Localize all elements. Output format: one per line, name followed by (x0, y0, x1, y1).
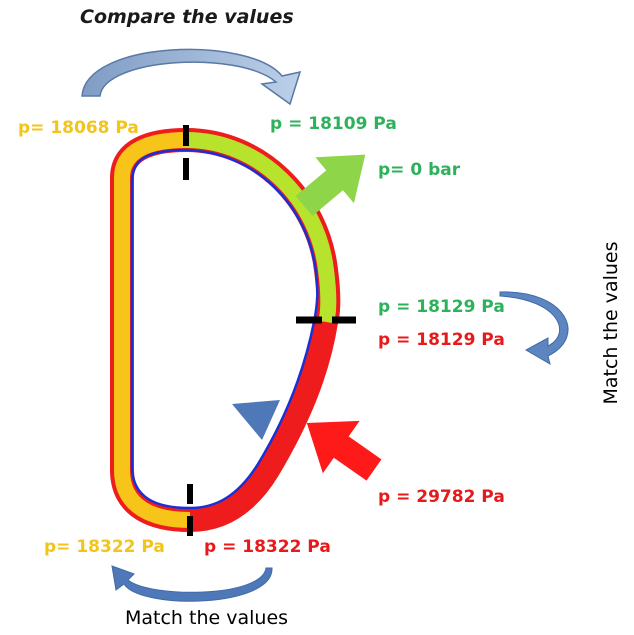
pressure-label-bottom-left: p= 18322 Pa (44, 537, 165, 557)
pressure-label-bottom-right: p = 18322 Pa (204, 537, 331, 557)
inner-blue-line (130, 148, 319, 510)
match-values-bottom-label: Match the values (125, 607, 289, 629)
match-values-right-label: Match the values (600, 241, 622, 405)
match-arrow-bottom-icon (111, 565, 273, 602)
pressure-label-top-left: p= 18068 Pa (18, 118, 139, 138)
pressure-label-mid-right-red: p = 18129 Pa (378, 330, 505, 350)
flow-direction-icon (232, 400, 280, 440)
match-arrow-right-icon (499, 291, 569, 366)
pressure-label-inlet: p = 29782 Pa (378, 487, 505, 507)
loop-segment-green (185, 132, 337, 325)
outlet-arrow-icon (295, 154, 366, 216)
compare-values-label: Compare the values (80, 6, 294, 28)
loop-segment-yellow (114, 132, 191, 528)
inlet-arrow-icon (306, 420, 382, 481)
pressure-label-top-right: p = 18109 Pa (270, 114, 397, 134)
pressure-label-outlet: p= 0 bar (378, 160, 461, 180)
compare-arrow-icon (81, 48, 302, 106)
loop-segment-red (189, 320, 334, 528)
pressure-label-mid-right-green: p = 18129 Pa (378, 297, 505, 317)
